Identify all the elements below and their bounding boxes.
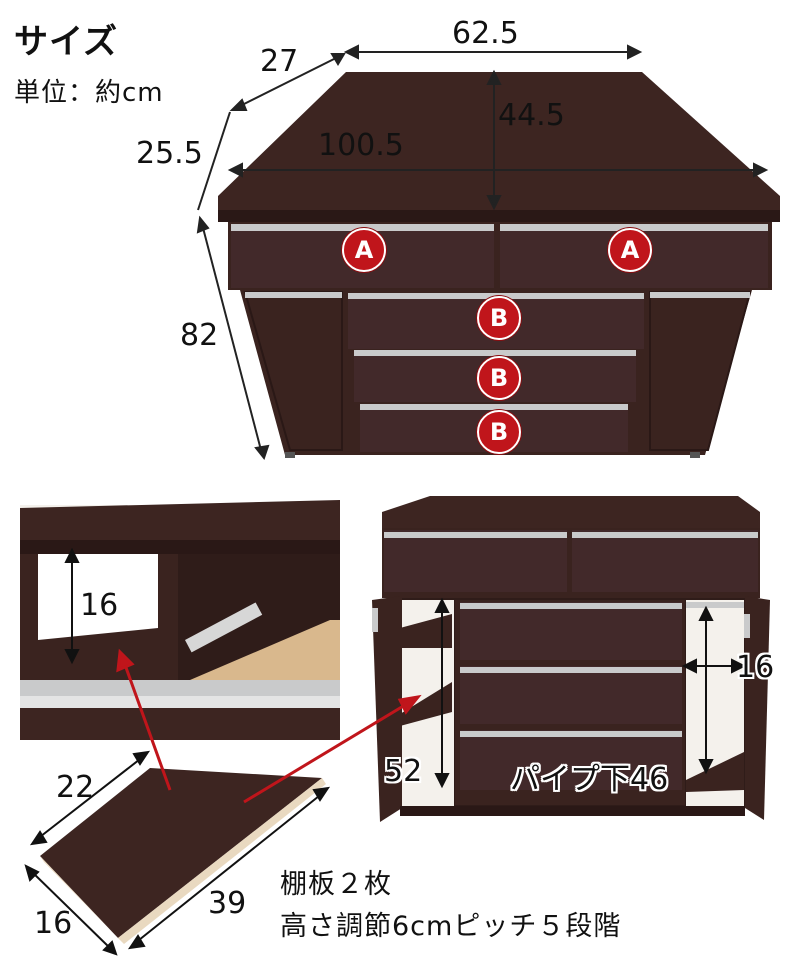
dim-side-open: 16 (736, 650, 775, 685)
cabinet-top (218, 72, 780, 218)
dim-height: 82 (180, 318, 219, 353)
dim-upper-open: 16 (80, 588, 119, 623)
badge-a-left: A (342, 228, 386, 272)
dim-pipe-below: パイプ下46 (510, 762, 669, 797)
pointer-lines (116, 648, 422, 804)
dim-side-depth-left: 25.5 (136, 136, 203, 171)
dim-shelf-depth: 22 (56, 770, 95, 805)
door-right (649, 291, 752, 451)
dim-top-width: 62.5 (452, 16, 519, 51)
badge-b-3: B (477, 410, 521, 454)
badge-b-1: B (477, 296, 521, 340)
door-left (243, 291, 343, 451)
shelf-board (24, 750, 331, 956)
dim-full-width: 100.5 (318, 128, 404, 163)
dim-shelf-width: 39 (208, 886, 247, 921)
dim-shelf-short: 16 (34, 906, 73, 941)
detail-shelf-interior (20, 500, 340, 740)
badge-a-right: A (608, 228, 652, 272)
dim-side-depth: 27 (260, 44, 299, 79)
note-adjust: 高さ調節6cmピッチ５段階 (280, 911, 622, 942)
detail-cabinet-open (372, 496, 770, 822)
page-title: サイズ (14, 22, 118, 62)
dim-inner-height: 52 (384, 754, 423, 789)
badge-b-2: B (477, 356, 521, 400)
dim-depth: 44.5 (498, 98, 565, 133)
note-shelf-count: 棚板２枚 (280, 869, 392, 900)
unit-label: 単位：約cm (14, 78, 164, 108)
